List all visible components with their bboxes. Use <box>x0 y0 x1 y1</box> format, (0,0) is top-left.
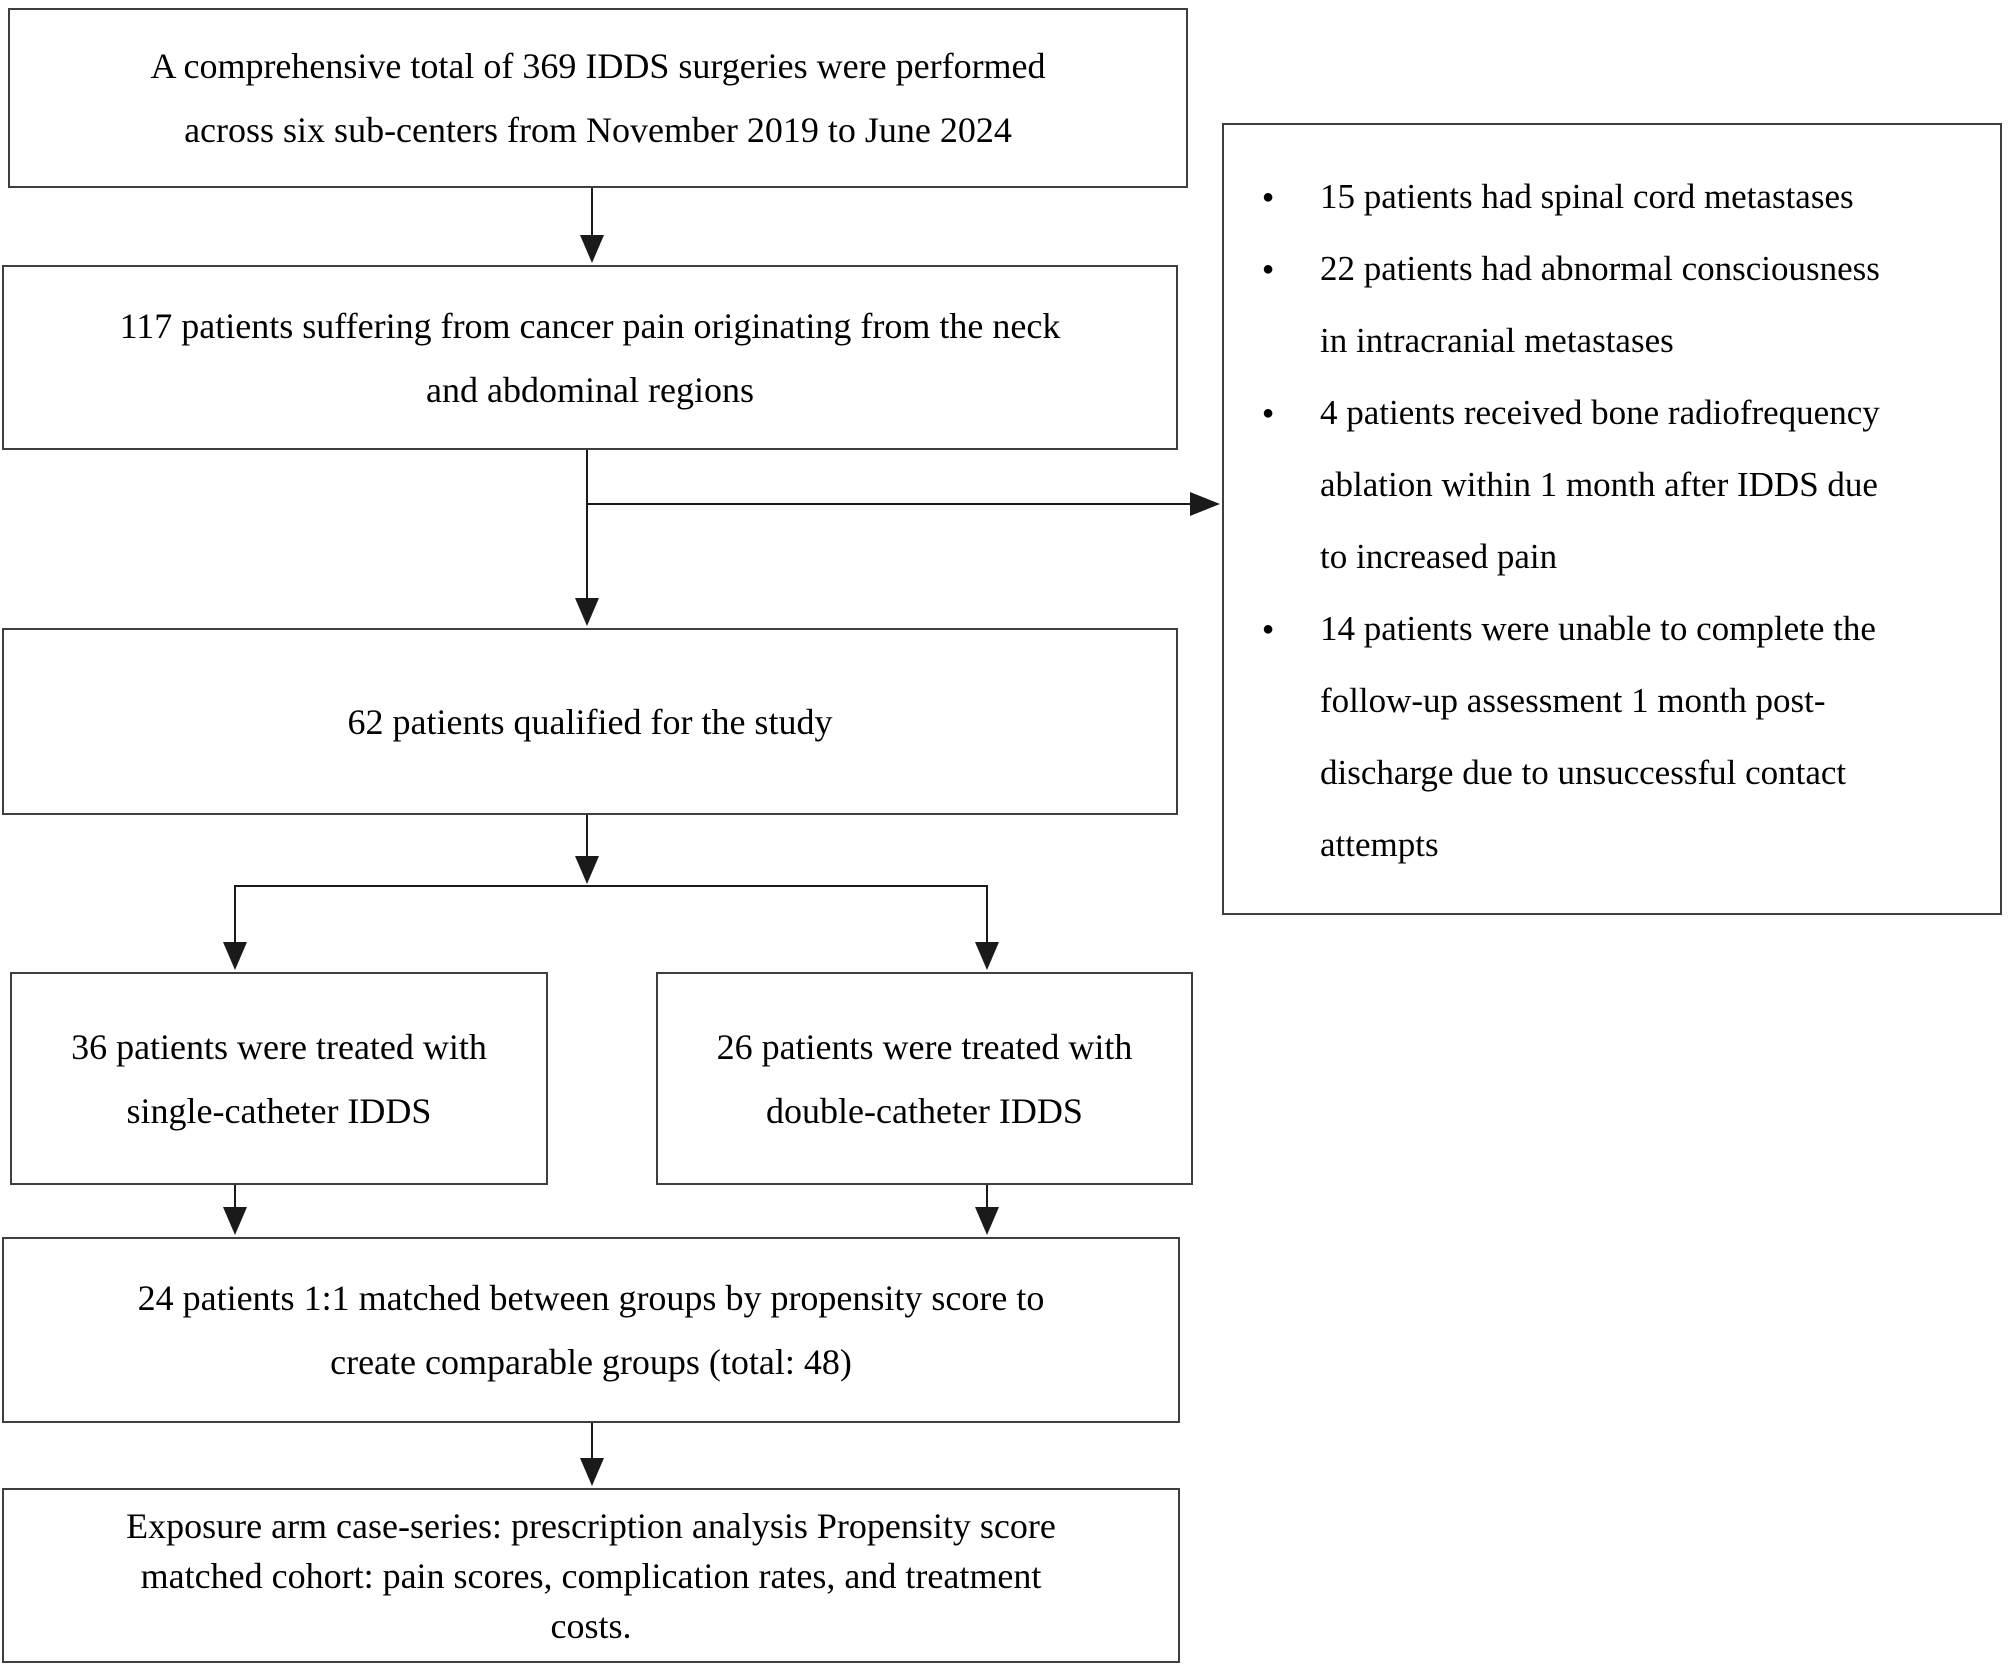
arrowhead-down-icon <box>975 942 999 970</box>
box-outcome-line3: costs. <box>550 1605 632 1646</box>
box-double-catheter-line1: 26 patients were treated with <box>716 1026 1133 1067</box>
box-propensity-matched: 24 patients 1:1 matched between groups b… <box>2 1237 1180 1423</box>
split-bar <box>234 885 988 887</box>
box-total-surgeries: A comprehensive total of 369 IDDS surger… <box>8 8 1188 188</box>
box-outcome-line1: Exposure arm case-series: prescription a… <box>126 1505 1056 1546</box>
box-double-catheter: 26 patients were treated with double-cat… <box>656 972 1193 1185</box>
exclusion-item-lost-followup: 14 patients were unable to complete the … <box>1224 593 1988 881</box>
box-cancer-pain-line1: 117 patients suffering from cancer pain … <box>119 305 1061 346</box>
connector-double-to-matched <box>986 1185 988 1209</box>
box-qualified-patients: 62 patients qualified for the study <box>2 628 1178 815</box>
exclusion-item-radiofrequency-ablation: 4 patients received bone radiofrequency … <box>1224 377 1988 593</box>
arrowhead-down-icon <box>580 235 604 263</box>
box-outcome-analysis: Exposure arm case-series: prescription a… <box>2 1488 1180 1663</box>
box-exclusions: 15 patients had spinal cord metastases 2… <box>1222 123 2002 915</box>
connector-qualified-to-split <box>586 815 588 858</box>
connector-to-exclusions <box>586 503 1192 505</box>
box-qualified-line1: 62 patients qualified for the study <box>347 701 833 742</box>
box-propensity-matched-line1: 24 patients 1:1 matched between groups b… <box>137 1278 1045 1318</box>
box-double-catheter-line2: double-catheter IDDS <box>766 1090 1083 1131</box>
box-outcome-line2: matched cohort: pain scores, complicatio… <box>140 1555 1042 1596</box>
box-single-catheter-line2: single-catheter IDDS <box>126 1090 432 1131</box>
exclusion-item-abnormal-consciousness: 22 patients had abnormal consciousness i… <box>1224 233 1988 377</box>
connector-single-to-matched <box>234 1185 236 1209</box>
arrowhead-down-icon <box>223 942 247 970</box>
connector-split-to-single <box>234 885 236 944</box>
arrowhead-down-icon <box>575 856 599 884</box>
arrowhead-down-icon <box>575 598 599 626</box>
arrowhead-down-icon <box>975 1207 999 1235</box>
exclusion-item-spinal-metastases: 15 patients had spinal cord metastases <box>1224 161 1988 233</box>
box-single-catheter: 36 patients were treated with single-cat… <box>10 972 548 1185</box>
connector-split-to-double <box>986 885 988 944</box>
box-single-catheter-line1: 36 patients were treated with <box>71 1026 487 1067</box>
connector-cancer-to-qualified <box>586 450 588 600</box>
connector-matched-to-outcome <box>591 1423 593 1460</box>
box-total-surgeries-line1: A comprehensive total of 369 IDDS surger… <box>150 46 1046 86</box>
box-cancer-pain-line2: and abdominal regions <box>426 369 754 410</box>
exclusion-list: 15 patients had spinal cord metastases 2… <box>1224 161 1988 881</box>
box-total-surgeries-line2: across six sub-centers from November 201… <box>184 110 1012 150</box>
connector-total-to-cancer <box>591 188 593 238</box>
arrowhead-down-icon <box>580 1458 604 1486</box>
arrowhead-right-icon <box>1190 492 1220 516</box>
box-propensity-matched-line2: create comparable groups (total: 48) <box>330 1342 852 1382</box>
arrowhead-down-icon <box>223 1207 247 1235</box>
box-cancer-pain-patients: 117 patients suffering from cancer pain … <box>2 265 1178 450</box>
